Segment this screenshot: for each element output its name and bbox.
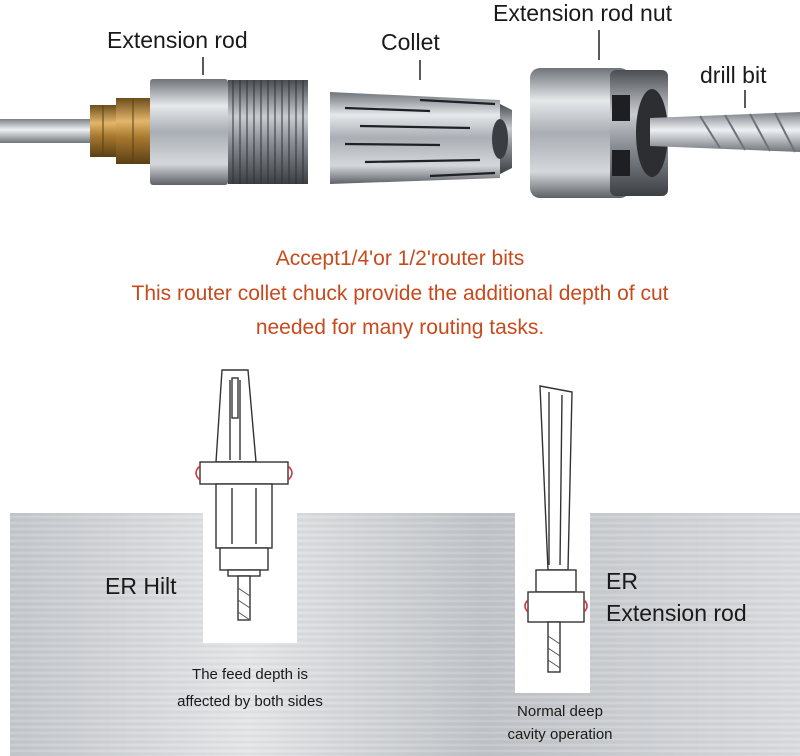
caption-left-line-2: affected by both sides bbox=[177, 693, 323, 710]
er-hilt-diagram bbox=[195, 369, 293, 621]
drill-bit bbox=[650, 112, 800, 153]
label-er-hilt: ER Hilt bbox=[105, 573, 177, 599]
label-extension-rod-nut: Extension rod nut bbox=[493, 0, 673, 26]
headline-line-1: Accept1/4'or 1/2'router bits bbox=[275, 247, 525, 270]
flute-lines bbox=[699, 112, 796, 153]
label-extension-rod: Extension rod bbox=[107, 27, 248, 53]
label-extension-rod-lower: Extension rod bbox=[606, 600, 747, 626]
caption-right-line-1: Normal deep bbox=[517, 703, 603, 720]
extension-rod-nut bbox=[530, 68, 668, 198]
rod-shaft bbox=[0, 119, 100, 143]
callout-ticks bbox=[202, 30, 746, 108]
headline-line-2: This router collet chuck provide the add… bbox=[131, 282, 669, 305]
thread-lines bbox=[232, 80, 304, 184]
rod-body bbox=[150, 79, 228, 185]
headline-line-3: needed for many routing tasks. bbox=[255, 316, 545, 339]
extension-rod-assembly bbox=[0, 79, 308, 185]
label-er: ER bbox=[606, 568, 638, 594]
collet bbox=[330, 92, 512, 184]
caption-right-line-2: cavity operation bbox=[507, 726, 613, 743]
caption-left-line-1: The feed depth is bbox=[192, 666, 308, 683]
label-drill-bit: drill bit bbox=[700, 62, 767, 88]
workpiece-block bbox=[10, 513, 800, 756]
collet-slots bbox=[344, 98, 496, 178]
er-extension-rod-diagram bbox=[524, 385, 588, 673]
label-collet: Collet bbox=[381, 29, 440, 55]
